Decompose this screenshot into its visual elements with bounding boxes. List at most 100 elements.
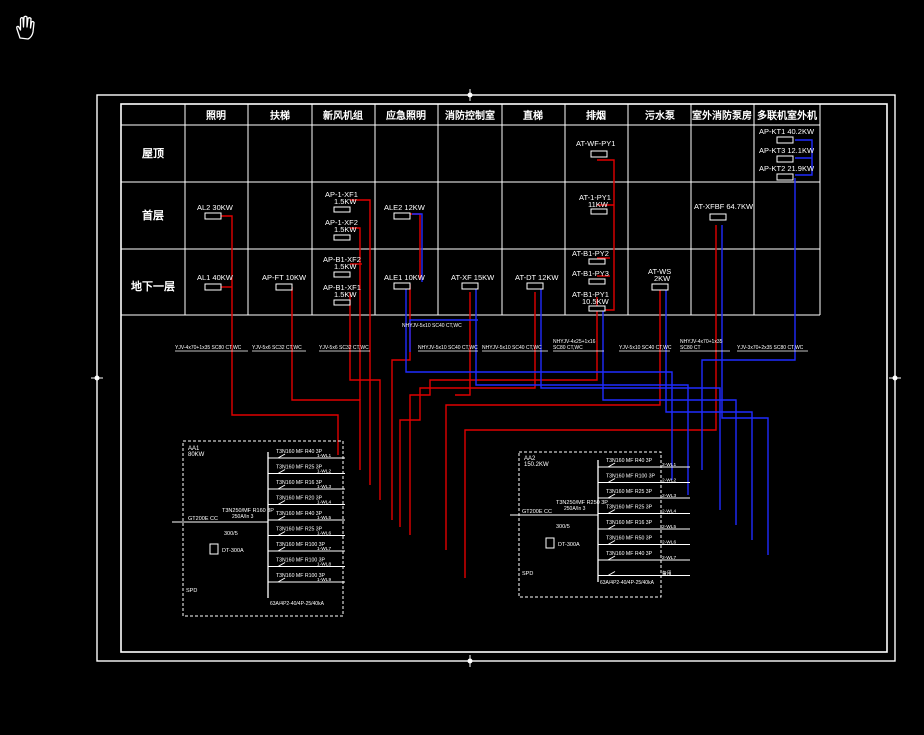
branch-circuit: T3N160 MF R40 3P1-WL1: [268, 449, 345, 459]
panel-symbol: [333, 299, 351, 306]
branch-circuit-label: 2-WL4: [662, 509, 676, 515]
panel-label: AT-XF 15KW: [451, 273, 495, 282]
panel-label: AP-KT3 12.1KW: [759, 146, 815, 155]
panel-symbol: [776, 173, 794, 181]
panel-label: AT-B1-PY2: [572, 249, 609, 258]
branch-circuit-label: 1-WL6: [317, 531, 331, 537]
panel-symbol: [275, 283, 293, 291]
branch-circuit: T3N160 MF R40 3P2-WL1: [598, 458, 690, 468]
ct-label: 300/5: [556, 524, 570, 530]
panel-symbol: [588, 258, 606, 265]
cable-label: YJV-5x10 SC40 CT,WC: [619, 345, 672, 351]
branch-breaker-label: T3N160 MF R25 3P: [606, 489, 653, 495]
branch-circuit: T3N160 MF R40 3P1-WL5: [268, 511, 345, 521]
panel-label: 11KW: [588, 200, 609, 209]
cable-label: NHYJV-5x10 SC40 CT,WC: [418, 345, 478, 351]
branch-breaker-label: T3N160 MF R25 3P: [276, 527, 323, 533]
cabinet-title: AA2: [524, 456, 536, 462]
panel-label: AP-1-XF1: [325, 190, 358, 199]
branch-circuit: T3N160 MF R100 3P1-WL8: [268, 558, 345, 568]
panel-label: 2KW: [654, 274, 671, 283]
breaker-symbol: [607, 509, 616, 514]
cable-label: NHYJV-5x10 SC40 CT,WC: [402, 323, 462, 329]
panel-symbol: [526, 282, 544, 290]
panel-label: AL1 40KW: [197, 273, 234, 282]
outer-frame: [96, 94, 896, 662]
panel-label: 10.5KW: [582, 297, 610, 306]
cabinet-rating: 80KW: [188, 452, 205, 458]
branch-breaker-label: T3N160 MF R16 3P: [606, 520, 653, 526]
panel-symbol: [588, 305, 606, 312]
panel-symbol: [709, 213, 727, 221]
spd-label: SPD: [186, 588, 197, 594]
riser-table-grid: [121, 104, 821, 316]
cable-label: YJV-5x6 SC32 CT,WC: [319, 345, 369, 351]
cabinet-rating: 150.2KW: [524, 462, 549, 468]
column-header: 应急照明: [386, 109, 426, 122]
breaker-symbol: [277, 453, 286, 459]
cabinet-footer: 63A/4P2-40/4P-25/40kA: [600, 580, 655, 586]
branch-circuit: T3N160 MF R25 3P1-WL2: [268, 465, 345, 475]
incoming-label: GT200E CC: [188, 516, 218, 522]
column-header: 消防控制室: [445, 109, 495, 122]
panel-label: AP-FT 10KW: [262, 273, 307, 282]
column-header: 扶梯: [270, 109, 290, 122]
branch-circuit: T3N160 MF R100 3P1-WL9: [268, 573, 345, 583]
panel-symbol: [333, 206, 351, 213]
branch-circuit-label: 2-WL6: [662, 540, 676, 546]
inner-frame: [120, 103, 888, 653]
panel-label: AP-B1-XF2: [323, 255, 361, 264]
branch-breaker-label: T3N160 MF R25 3P: [276, 465, 323, 471]
hand-pan-icon[interactable]: [12, 14, 38, 42]
cable-label: NHYJV-4x70+1x35: [680, 339, 723, 345]
breaker-symbol: [277, 577, 286, 583]
ct-label: 300/5: [224, 531, 238, 537]
breaker-symbol: [277, 531, 286, 536]
frame-centering-marks: [91, 89, 901, 667]
panel-label: 1.5KW: [334, 290, 357, 299]
branch-breaker-label: T3N160 MF R100 3P: [276, 542, 326, 548]
cable-label: SC80 CT,WC: [553, 345, 583, 351]
branch-circuit-label: 1-WL9: [317, 577, 331, 583]
panel-label: AP-KT1 40.2KW: [759, 127, 815, 136]
panel-symbol: [588, 278, 606, 285]
normal-feeder-lines: [221, 159, 717, 578]
meter-label: DT-300A: [222, 548, 244, 554]
cable-label: NHYJV-4x25+1x16: [553, 339, 596, 345]
panel-label: AP-KT2 21.9KW: [759, 164, 815, 173]
branch-breaker-label: T3N160 MF R100 3P: [276, 558, 326, 564]
panel-symbol: [393, 282, 411, 290]
main-breaker-label: T3N250/MF R160 3P: [222, 508, 274, 514]
branch-breaker-label: T3N160 MF R100 3P: [606, 474, 656, 480]
panel-symbol: [776, 136, 794, 144]
breaker-symbol: [607, 462, 616, 468]
branch-circuit-label: 1-WL3: [317, 484, 331, 490]
panel-symbol: [776, 155, 794, 163]
column-header: 室外消防泵房: [692, 109, 752, 122]
floor-label: 地下一层: [131, 279, 175, 293]
branch-circuit: T3N160 MF R100 3P2-WL2: [598, 474, 690, 484]
branch-circuit: T3N160 MF R25 3P2-WL3: [598, 489, 690, 499]
breaker-symbol: [607, 555, 616, 561]
cable-label: YJV-4x70+1x35 SC80 CT,WC: [175, 345, 242, 351]
cabinet-title: AA1: [188, 446, 200, 452]
breaker-symbol: [277, 469, 286, 474]
branch-circuit-label: 备用: [662, 570, 672, 577]
panel-label: AP-B1-XF1: [323, 283, 361, 292]
breaker-symbol: [277, 546, 286, 552]
branch-breaker-label: T3N160 MF R50 3P: [606, 536, 653, 542]
branch-breaker-label: T3N160 MF R40 3P: [606, 458, 653, 464]
panel-symbol: [333, 234, 351, 241]
column-header: 多联机室外机: [757, 109, 817, 122]
branch-circuit-label: 1-WL2: [317, 469, 331, 475]
branch-circuit: T3N160 MF R25 3P2-WL4: [598, 505, 690, 515]
branch-breaker-label: T3N160 MF R20 3P: [276, 496, 323, 502]
floor-label: 屋顶: [142, 147, 164, 160]
floor-label: 首层: [142, 208, 164, 222]
breaker-symbol: [607, 478, 616, 483]
panel-label: 1.5KW: [334, 262, 357, 271]
cabinet-footer: 63A/4P2-40/4P-25/40kA: [270, 601, 325, 607]
cable-label: YJV-5x6 SC32 CT,WC: [252, 345, 302, 351]
cable-label: NHYJV-5x10 SC40 CT,WC: [482, 345, 542, 351]
